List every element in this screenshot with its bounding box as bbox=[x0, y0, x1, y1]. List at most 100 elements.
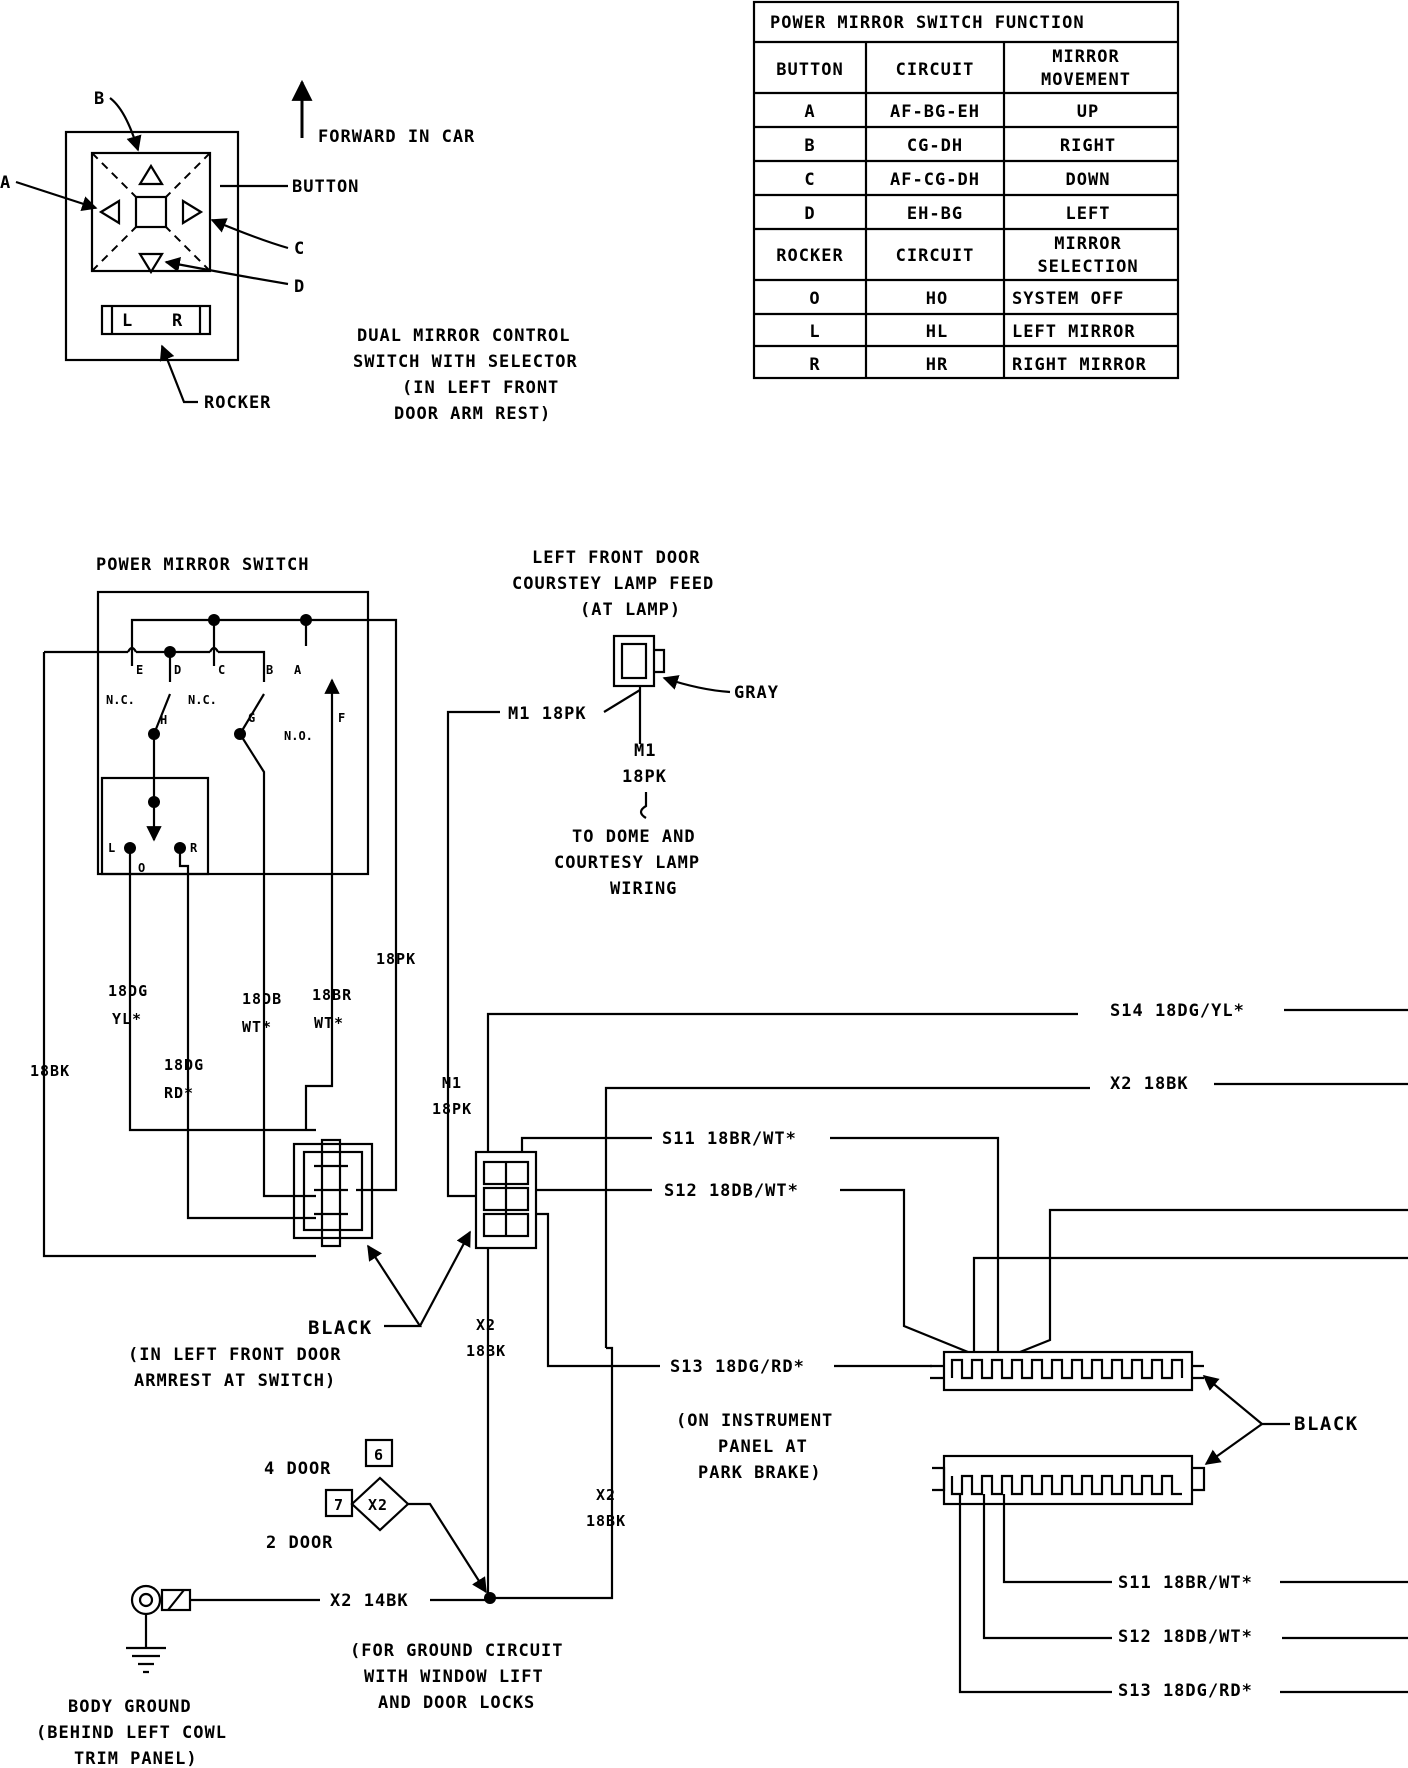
svg-text:7: 7 bbox=[334, 1496, 344, 1514]
gray-label: GRAY bbox=[734, 683, 779, 703]
s13-bot-label: S13 18DG/RD* bbox=[1118, 1681, 1253, 1701]
svg-text:AF-BG-EH: AF-BG-EH bbox=[890, 102, 980, 122]
svg-text:R: R bbox=[809, 355, 820, 375]
ip-note-3: PARK BRAKE) bbox=[698, 1463, 822, 1483]
table-row: A AF-BG-EH UP bbox=[804, 102, 1099, 122]
svg-text:HO: HO bbox=[926, 289, 948, 309]
m1-lower-1: M1 bbox=[634, 741, 656, 761]
ground-note-1: (FOR GROUND CIRCUIT bbox=[350, 1641, 563, 1661]
label-b: B bbox=[94, 89, 105, 109]
svg-text:LEFT MIRROR: LEFT MIRROR bbox=[1012, 322, 1136, 342]
lamp-connector bbox=[612, 634, 656, 688]
svg-text:RIGHT MIRROR: RIGHT MIRROR bbox=[1012, 355, 1147, 375]
svg-text:CG-DH: CG-DH bbox=[907, 136, 963, 156]
wire-18db-wt-2: WT* bbox=[242, 1018, 272, 1036]
svg-text:UP: UP bbox=[1077, 102, 1099, 122]
splice-pin-6 bbox=[364, 1438, 394, 1468]
s11-bot-label: S11 18BR/WT* bbox=[1118, 1573, 1253, 1593]
wire-18dg-yl-2: YL* bbox=[112, 1010, 142, 1028]
four-door-label: 4 DOOR bbox=[264, 1459, 331, 1479]
pin-no: N.O. bbox=[284, 729, 313, 743]
right-arrow-icon bbox=[181, 199, 204, 225]
svg-text:DOWN: DOWN bbox=[1066, 170, 1111, 190]
power-mirror-switch-schematic: POWER MIRROR SWITCH E D C B A N.C. N.C. … bbox=[30, 555, 416, 1258]
to-dome-2: COURTESY LAMP bbox=[554, 853, 700, 873]
courtesy-lamp-3: (AT LAMP) bbox=[580, 600, 681, 620]
courtesy-lamp-feed: LEFT FRONT DOOR COURSTEY LAMP FEED (AT L… bbox=[446, 548, 779, 1198]
table-title: POWER MIRROR SWITCH FUNCTION bbox=[770, 13, 1085, 33]
wire-18br-wt-1: 18BR bbox=[312, 986, 352, 1004]
m1-feed: M1 18PK bbox=[508, 704, 587, 724]
connector-note-3: ARMREST AT SWITCH) bbox=[134, 1371, 336, 1391]
pin-o: O bbox=[138, 861, 145, 875]
switch-caption-4: DOOR ARM REST) bbox=[394, 404, 551, 424]
forward-label: FORWARD IN CAR bbox=[318, 127, 475, 147]
ip-connector-upper bbox=[942, 1350, 1194, 1392]
courtesy-lamp-1: LEFT FRONT DOOR bbox=[532, 548, 701, 568]
ip-note-1: (ON INSTRUMENT bbox=[676, 1411, 833, 1431]
table-row: L HL LEFT MIRROR bbox=[809, 322, 1136, 342]
pin-nc-2: N.C. bbox=[188, 693, 217, 707]
function-table: POWER MIRROR SWITCH FUNCTION BUTTON CIRC… bbox=[752, 0, 1180, 380]
svg-text:B: B bbox=[804, 136, 815, 156]
pin-nc-1: N.C. bbox=[106, 693, 135, 707]
label-d: D bbox=[294, 277, 305, 297]
svg-text:RIGHT: RIGHT bbox=[1060, 136, 1116, 156]
wire-18dg-rd-2: RD* bbox=[164, 1084, 194, 1102]
svg-text:C: C bbox=[804, 170, 815, 190]
wire-18db-wt-1: 18DB bbox=[242, 990, 282, 1008]
wire-18bk: 18BK bbox=[30, 1062, 70, 1080]
s13-top-label: S13 18DG/RD* bbox=[670, 1357, 805, 1377]
svg-text:HL: HL bbox=[926, 322, 948, 342]
black-right-label: BLACK bbox=[1294, 1413, 1359, 1435]
wire-x2-b-2: 18BK bbox=[586, 1512, 626, 1530]
ground-terminal bbox=[130, 1584, 162, 1616]
svg-text:LEFT: LEFT bbox=[1066, 204, 1111, 224]
connector-note-1: BLACK bbox=[308, 1317, 373, 1339]
svg-text:X2: X2 bbox=[368, 1496, 388, 1514]
rocker-l-label: L bbox=[122, 311, 133, 331]
body-ground-2: (BEHIND LEFT COWL bbox=[36, 1723, 227, 1743]
pin-g: G bbox=[248, 711, 255, 725]
rocker-r-label: R bbox=[172, 311, 183, 331]
button-label: BUTTON bbox=[292, 177, 359, 197]
to-dome-1: TO DOME AND bbox=[572, 827, 696, 847]
header-movement: MOVEMENT bbox=[1041, 70, 1131, 90]
s12-top-label: S12 18DB/WT* bbox=[664, 1181, 799, 1201]
table-row: B CG-DH RIGHT bbox=[804, 136, 1116, 156]
button-center bbox=[134, 195, 168, 229]
svg-text:6: 6 bbox=[374, 1446, 384, 1464]
svg-text:D: D bbox=[804, 204, 815, 224]
svg-text:EH-BG: EH-BG bbox=[907, 204, 963, 224]
svg-text:L: L bbox=[809, 322, 820, 342]
table-row: O HO SYSTEM OFF bbox=[809, 289, 1124, 309]
m1-lower-2: 18PK bbox=[622, 767, 667, 787]
pin-d: D bbox=[174, 663, 181, 677]
pin-h: H bbox=[160, 713, 167, 727]
to-dome-3: WIRING bbox=[610, 879, 677, 899]
wire-18dg-yl-1: 18DG bbox=[108, 982, 148, 1000]
label-c: C bbox=[294, 239, 305, 259]
svg-text:O: O bbox=[809, 289, 820, 309]
s11-top-label: S11 18BR/WT* bbox=[662, 1129, 797, 1149]
wire-18pk: 18PK bbox=[376, 950, 416, 968]
ground-note-2: WITH WINDOW LIFT bbox=[364, 1667, 544, 1687]
header-button: BUTTON bbox=[776, 60, 843, 80]
splice-x2 bbox=[350, 1476, 410, 1532]
ground-note-3: AND DOOR LOCKS bbox=[378, 1693, 535, 1713]
header-circuit-2: CIRCUIT bbox=[896, 246, 975, 266]
pin-r: R bbox=[190, 841, 198, 855]
table-row: R HR RIGHT MIRROR bbox=[809, 355, 1147, 375]
down-arrow-icon bbox=[138, 252, 164, 275]
header-rocker: ROCKER bbox=[776, 246, 843, 266]
courtesy-lamp-2: COURSTEY LAMP FEED bbox=[512, 574, 714, 594]
middle-connector: M1 18PK S14 18DG/YL* X2 18BK S11 18BR/WT… bbox=[128, 1001, 1408, 1600]
ip-note-2: PANEL AT bbox=[718, 1437, 808, 1457]
x2-top-label: X2 18BK bbox=[1110, 1074, 1189, 1094]
svg-text:HR: HR bbox=[926, 355, 948, 375]
wire-18dg-rd-1: 18DG bbox=[164, 1056, 204, 1074]
up-arrow-icon bbox=[138, 163, 164, 186]
header-selection: SELECTION bbox=[1037, 257, 1138, 277]
svg-text:SYSTEM OFF: SYSTEM OFF bbox=[1012, 289, 1124, 309]
